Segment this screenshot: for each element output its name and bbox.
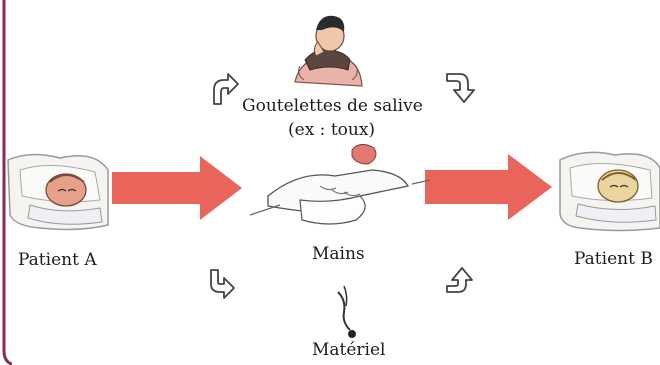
material-label: Matériel [312, 340, 386, 360]
patient-a-illustration [8, 154, 108, 229]
big-arrow-right [425, 154, 552, 220]
patient-a-label: Patient A [18, 250, 97, 270]
patient-b-illustration [560, 152, 660, 230]
stethoscope-icon [338, 286, 356, 338]
curved-arrow-up-left-icon [214, 74, 238, 104]
saliva-label-line2: (ex : toux) [288, 120, 375, 140]
saliva-label-line1: Goutelettes de salive [242, 96, 423, 116]
curved-arrow-up-right-icon [447, 268, 472, 292]
coughing-person-illustration [295, 16, 362, 86]
big-arrow-left [112, 156, 242, 220]
patient-b-label: Patient B [574, 249, 653, 269]
hands-label: Mains [312, 244, 365, 264]
curved-arrow-down-left-icon [211, 270, 234, 298]
handshake-illustration [250, 144, 430, 224]
curved-arrow-down-right-icon [447, 74, 474, 102]
